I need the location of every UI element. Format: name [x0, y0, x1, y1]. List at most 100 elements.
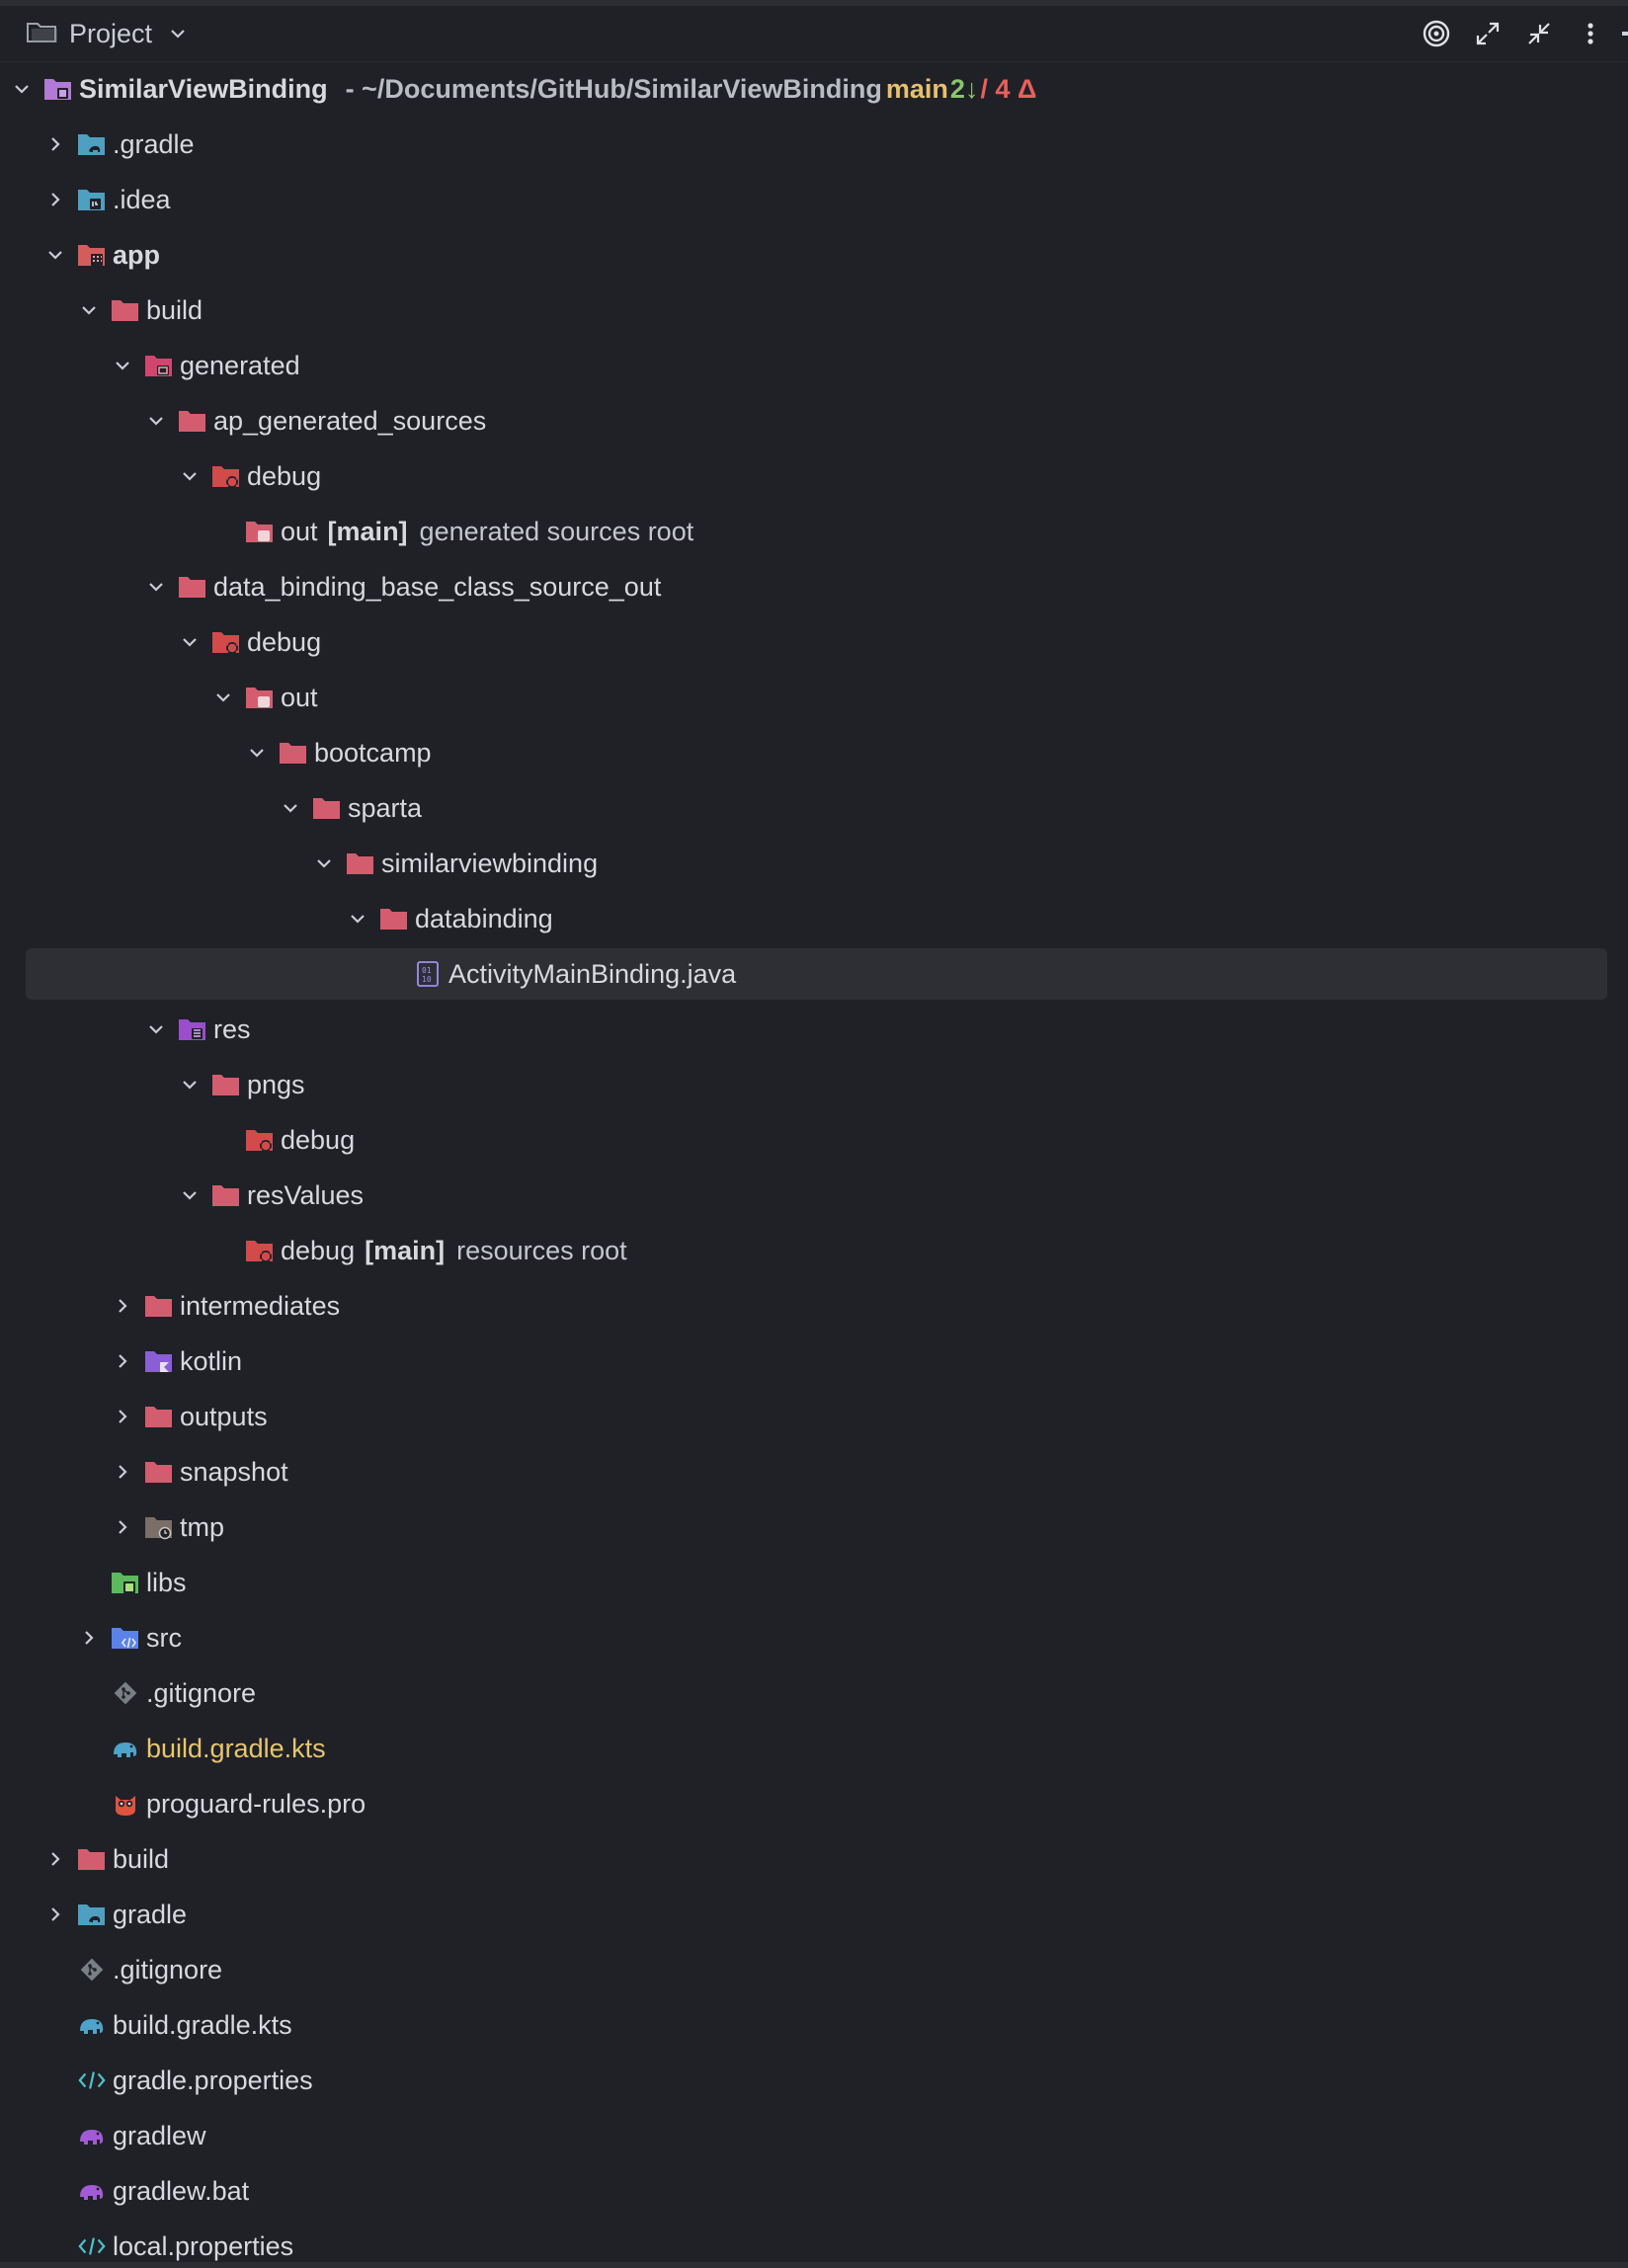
tree-row[interactable]: debug	[0, 1112, 1628, 1168]
chevron-down-icon[interactable]	[79, 300, 99, 320]
project-root-row[interactable]: SimilarViewBinding- ~/Documents/GitHub/S…	[0, 61, 1628, 117]
tree-row[interactable]: tmp	[0, 1499, 1628, 1555]
chevron-down-icon[interactable]	[12, 79, 32, 99]
tree-row[interactable]: out	[0, 670, 1628, 725]
window-edge-handle[interactable]	[1616, 16, 1628, 51]
tree-row[interactable]: kotlin	[0, 1334, 1628, 1389]
more-icon[interactable]	[1565, 16, 1616, 51]
tree-item-label: local.properties	[113, 2219, 293, 2268]
tree-row[interactable]: res	[0, 1002, 1628, 1057]
chevron-down-icon[interactable]	[247, 743, 267, 763]
excluded-folder-icon	[178, 406, 207, 436]
item-name: out	[281, 683, 318, 712]
tree-item-label: build	[113, 1831, 169, 1887]
chevron-down-icon[interactable]	[168, 24, 188, 43]
tree-row[interactable]: build	[0, 283, 1628, 338]
svg-text:01: 01	[422, 966, 432, 975]
debug-folder-icon	[245, 1236, 275, 1265]
tree-row[interactable]: bootcamp	[0, 725, 1628, 780]
tree-row[interactable]: .idea	[0, 172, 1628, 227]
project-path: - ~/Documents/GitHub/SimilarViewBinding	[345, 74, 882, 104]
item-name: res	[213, 1014, 251, 1044]
tree-row[interactable]: sparta	[0, 780, 1628, 836]
root-type-hint: resources root	[456, 1236, 627, 1265]
tree-item-label: src	[146, 1610, 182, 1665]
tree-item-label: .idea	[113, 172, 171, 227]
tree-row[interactable]: resValues	[0, 1168, 1628, 1223]
excluded-folder-icon	[279, 738, 308, 768]
tree-row[interactable]: .gradle	[0, 117, 1628, 172]
chevron-right-icon[interactable]	[79, 1628, 99, 1648]
chevron-right-icon[interactable]	[113, 1296, 132, 1316]
tree-row[interactable]: libs	[0, 1555, 1628, 1610]
chevron-down-icon[interactable]	[314, 853, 334, 873]
tree-row[interactable]: ap_generated_sources	[0, 393, 1628, 448]
tree-row[interactable]: snapshot	[0, 1444, 1628, 1499]
tree-item-label: debug[main]resources root	[281, 1223, 627, 1278]
tree-row[interactable]: similarviewbinding	[0, 836, 1628, 891]
tree-row[interactable]: generated	[0, 338, 1628, 393]
tree-item-label: gradle.properties	[113, 2053, 313, 2108]
target-icon[interactable]	[1411, 16, 1462, 51]
chevron-down-icon[interactable]	[180, 632, 200, 652]
chevron-down-icon[interactable]	[180, 1185, 200, 1205]
tree-row[interactable]: gradle	[0, 1887, 1628, 1942]
tree-row[interactable]: databinding	[0, 891, 1628, 946]
tree-item-label: libs	[146, 1555, 187, 1610]
tree-row[interactable]: local.properties	[0, 2219, 1628, 2268]
chevron-right-icon[interactable]	[113, 1517, 132, 1537]
tree-row[interactable]: src	[0, 1610, 1628, 1665]
chevron-right-icon[interactable]	[45, 134, 65, 154]
tree-row[interactable]: .gitignore	[0, 1665, 1628, 1721]
chevron-right-icon[interactable]	[113, 1462, 132, 1482]
tree-row[interactable]: build.gradle.kts	[0, 1721, 1628, 1776]
chevron-down-icon[interactable]	[281, 798, 300, 818]
chevron-down-icon[interactable]	[180, 466, 200, 486]
chevron-down-icon[interactable]	[45, 245, 65, 265]
project-view-selector[interactable]: Project	[26, 16, 188, 51]
chevron-right-icon[interactable]	[113, 1407, 132, 1426]
chevron-right-icon[interactable]	[45, 190, 65, 209]
tree-row[interactable]: out[main]generated sources root	[0, 504, 1628, 559]
tree-row[interactable]: build	[0, 1831, 1628, 1887]
chevron-down-icon[interactable]	[146, 577, 166, 597]
tree-row[interactable]: intermediates	[0, 1278, 1628, 1334]
chevron-right-icon[interactable]	[45, 1904, 65, 1924]
outgoing-changes: / 4 Δ	[980, 74, 1037, 104]
tree-item-label: tmp	[180, 1499, 224, 1555]
chevron-right-icon[interactable]	[113, 1351, 132, 1371]
tree-row[interactable]: data_binding_base_class_source_out	[0, 559, 1628, 614]
proguard-owl-icon	[111, 1789, 140, 1819]
chevron-down-icon[interactable]	[348, 909, 367, 929]
tree-row[interactable]: app	[0, 227, 1628, 283]
tree-row[interactable]: debug	[0, 614, 1628, 670]
collapse-icon[interactable]	[1513, 16, 1565, 51]
chevron-down-icon[interactable]	[146, 1019, 166, 1039]
chevron-down-icon[interactable]	[180, 1075, 200, 1094]
expand-icon[interactable]	[1462, 16, 1513, 51]
chevron-down-icon[interactable]	[146, 411, 166, 431]
tree-item-label: ap_generated_sources	[213, 393, 486, 448]
item-name: out	[281, 517, 318, 546]
tree-row[interactable]: debug	[0, 448, 1628, 504]
tree-item-label: build.gradle.kts	[113, 1997, 292, 2053]
item-name: gradle.properties	[113, 2066, 313, 2095]
tree-row[interactable]: debug[main]resources root	[0, 1223, 1628, 1278]
chevron-down-icon[interactable]	[213, 688, 233, 707]
excluded-folder-icon	[211, 1180, 241, 1210]
tree-row[interactable]: outputs	[0, 1389, 1628, 1444]
item-name: debug	[281, 1125, 356, 1155]
chevron-down-icon[interactable]	[113, 356, 132, 375]
chevron-right-icon[interactable]	[45, 1849, 65, 1869]
tree-item-label: debug	[247, 448, 321, 504]
tree-row[interactable]: proguard-rules.pro	[0, 1776, 1628, 1831]
item-name: src	[146, 1623, 182, 1653]
tree-row[interactable]: pngs	[0, 1057, 1628, 1112]
tree-row[interactable]: gradlew.bat	[0, 2163, 1628, 2219]
tree-row[interactable]: build.gradle.kts	[0, 1997, 1628, 2053]
tree-row[interactable]: gradlew	[0, 2108, 1628, 2163]
tree-row[interactable]: gradle.properties	[0, 2053, 1628, 2108]
tree-row[interactable]: .gitignore	[0, 1942, 1628, 1997]
gradle-folder-icon	[77, 1900, 107, 1929]
